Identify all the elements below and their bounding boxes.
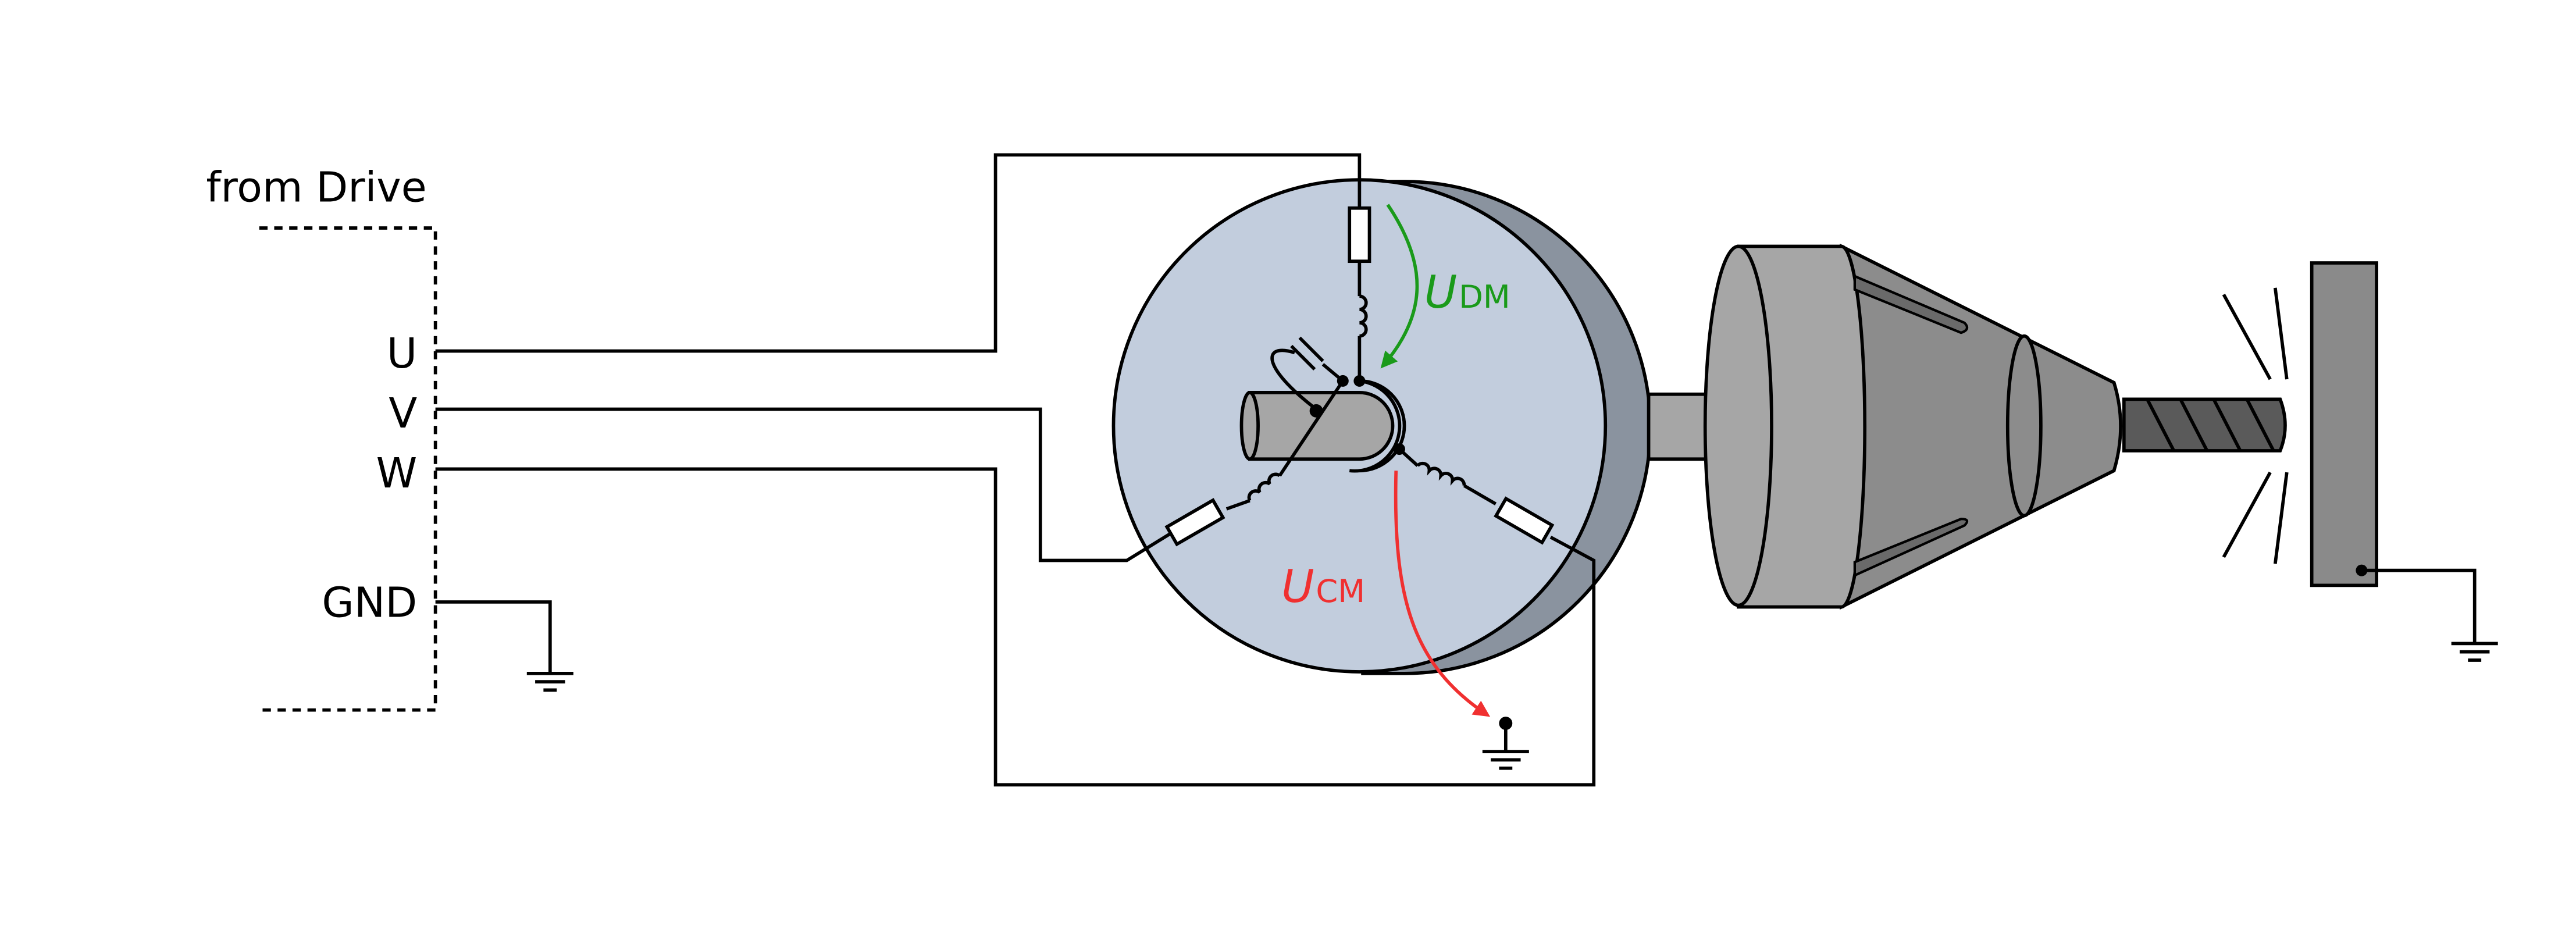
gearbox xyxy=(1703,243,2122,610)
stator-windings xyxy=(1164,206,1555,547)
wire-u xyxy=(435,153,1362,353)
inductor-v-icon xyxy=(1247,472,1281,501)
motor-ground-icon xyxy=(1482,717,1529,770)
wire-w xyxy=(435,467,1596,787)
drive-label: from Drive xyxy=(206,163,426,211)
inductor-u-icon xyxy=(1359,294,1368,338)
wire-v xyxy=(435,407,1171,562)
rotor-shaft xyxy=(1239,391,1395,461)
lead-screw xyxy=(2122,397,2287,453)
inductor-w-icon xyxy=(1416,461,1466,486)
common-mode-arrow xyxy=(1394,471,1491,717)
phase-w-label: W xyxy=(376,449,418,497)
gnd-label: GND xyxy=(322,579,417,627)
phase-u-label: U xyxy=(387,329,417,377)
junction-dots xyxy=(1337,375,1405,455)
discharge-spark-icon xyxy=(2222,287,2289,564)
resistor-w-icon xyxy=(1494,496,1555,545)
drive-ground-icon xyxy=(435,600,573,692)
resistor-v-icon xyxy=(1164,498,1225,547)
phase-wiring xyxy=(435,153,1596,787)
frame-ground-icon xyxy=(2361,568,2498,662)
machine-frame xyxy=(2310,261,2378,587)
resistor-u-icon xyxy=(1348,206,1371,263)
phase-v-label: V xyxy=(389,389,417,437)
differential-mode-arrow xyxy=(1380,204,1419,369)
